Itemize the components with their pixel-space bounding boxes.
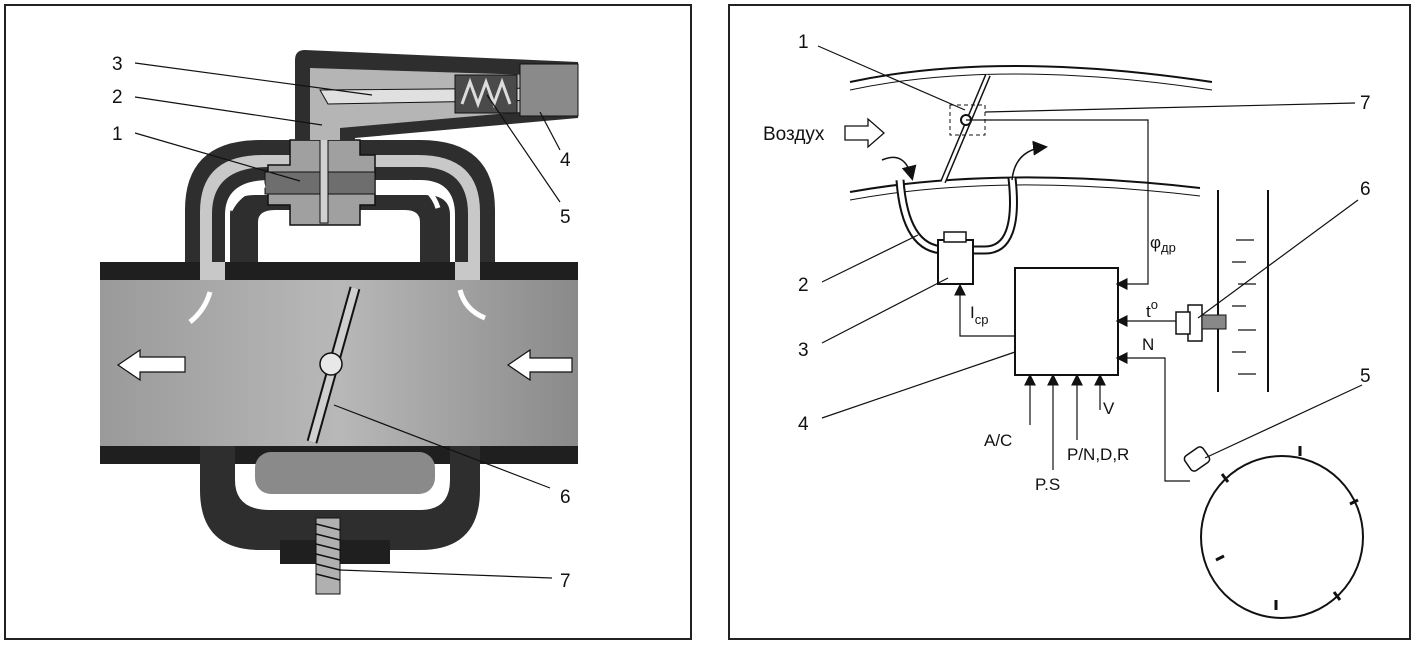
ac-label: A/C bbox=[984, 431, 1012, 450]
gear-position-label: P/N,D,R bbox=[1067, 445, 1129, 464]
throttle-angle-label: φдр bbox=[1150, 233, 1176, 255]
right-callout-4: 4 bbox=[798, 414, 809, 435]
bypass-opening-right bbox=[455, 262, 480, 280]
adjusting-screw bbox=[316, 518, 340, 594]
left-callout-7: 7 bbox=[560, 571, 571, 592]
r-leader-7 bbox=[985, 103, 1355, 112]
left-callout-4: 4 bbox=[560, 150, 571, 171]
right-callout-3: 3 bbox=[798, 340, 809, 361]
valve-current-subscript: ср bbox=[975, 312, 989, 327]
bypass-arrow-in bbox=[882, 157, 912, 178]
temperature-superscript: o bbox=[1151, 297, 1158, 312]
bypass-arrow-out bbox=[1012, 147, 1045, 180]
left-callout-6: 6 bbox=[560, 487, 571, 508]
pipe-top-wall bbox=[100, 262, 578, 280]
temp-sensor-tip bbox=[1202, 315, 1226, 329]
lower-chamber-inner bbox=[255, 452, 435, 494]
throttle-angle-subscript: др bbox=[1161, 240, 1176, 255]
rpm-label: N bbox=[1142, 335, 1154, 354]
valve-current-label: Iср bbox=[970, 303, 988, 327]
throttle-angle-symbol: φ bbox=[1150, 233, 1161, 252]
bypass-valve-cap bbox=[944, 232, 966, 242]
leader-2 bbox=[135, 97, 322, 125]
duct-top-wall-inner bbox=[850, 74, 1212, 90]
bypass-valve bbox=[938, 240, 973, 284]
r-leader-1 bbox=[818, 46, 965, 110]
r-leader-5 bbox=[1205, 385, 1362, 458]
temp-sensor-head bbox=[1176, 312, 1190, 334]
right-callout-5: 5 bbox=[1360, 366, 1371, 387]
air-label: Воздух bbox=[763, 124, 825, 145]
bypass-opening-left bbox=[200, 262, 225, 280]
throttle-shaft bbox=[320, 353, 342, 375]
wire-throttle-signal bbox=[966, 120, 1148, 284]
right-callout-7: 7 bbox=[1360, 93, 1371, 114]
left-valve-assembly: 3 2 1 4 5 6 7 bbox=[100, 50, 578, 594]
leader-7 bbox=[340, 570, 552, 578]
coolant-dashes bbox=[1232, 240, 1256, 374]
left-callout-2: 2 bbox=[112, 87, 123, 108]
rpm-sensor bbox=[1183, 445, 1211, 472]
left-callout-5: 5 bbox=[560, 207, 571, 228]
left-callout-1: 1 bbox=[112, 124, 123, 145]
speed-label: V bbox=[1103, 399, 1115, 418]
right-callout-6: 6 bbox=[1360, 179, 1371, 200]
left-callout-3: 3 bbox=[112, 54, 123, 75]
right-control-scheme: 1 7 6 2 3 5 4 Воздух φдр Iср to N V A/C … bbox=[763, 32, 1371, 618]
ecu-block bbox=[1015, 268, 1118, 375]
r-leader-3 bbox=[822, 278, 948, 343]
air-inlet-arrow bbox=[845, 119, 884, 147]
right-callout-1: 1 bbox=[798, 32, 809, 53]
r-leader-6 bbox=[1198, 200, 1358, 318]
r-leader-4 bbox=[822, 352, 1015, 418]
temperature-label: to bbox=[1146, 297, 1158, 321]
power-steering-label: P.S bbox=[1035, 475, 1060, 494]
r-leader-2 bbox=[822, 235, 918, 282]
right-callout-2: 2 bbox=[798, 275, 809, 296]
actuator-end bbox=[520, 64, 578, 116]
wire-valve-current bbox=[960, 286, 1015, 336]
